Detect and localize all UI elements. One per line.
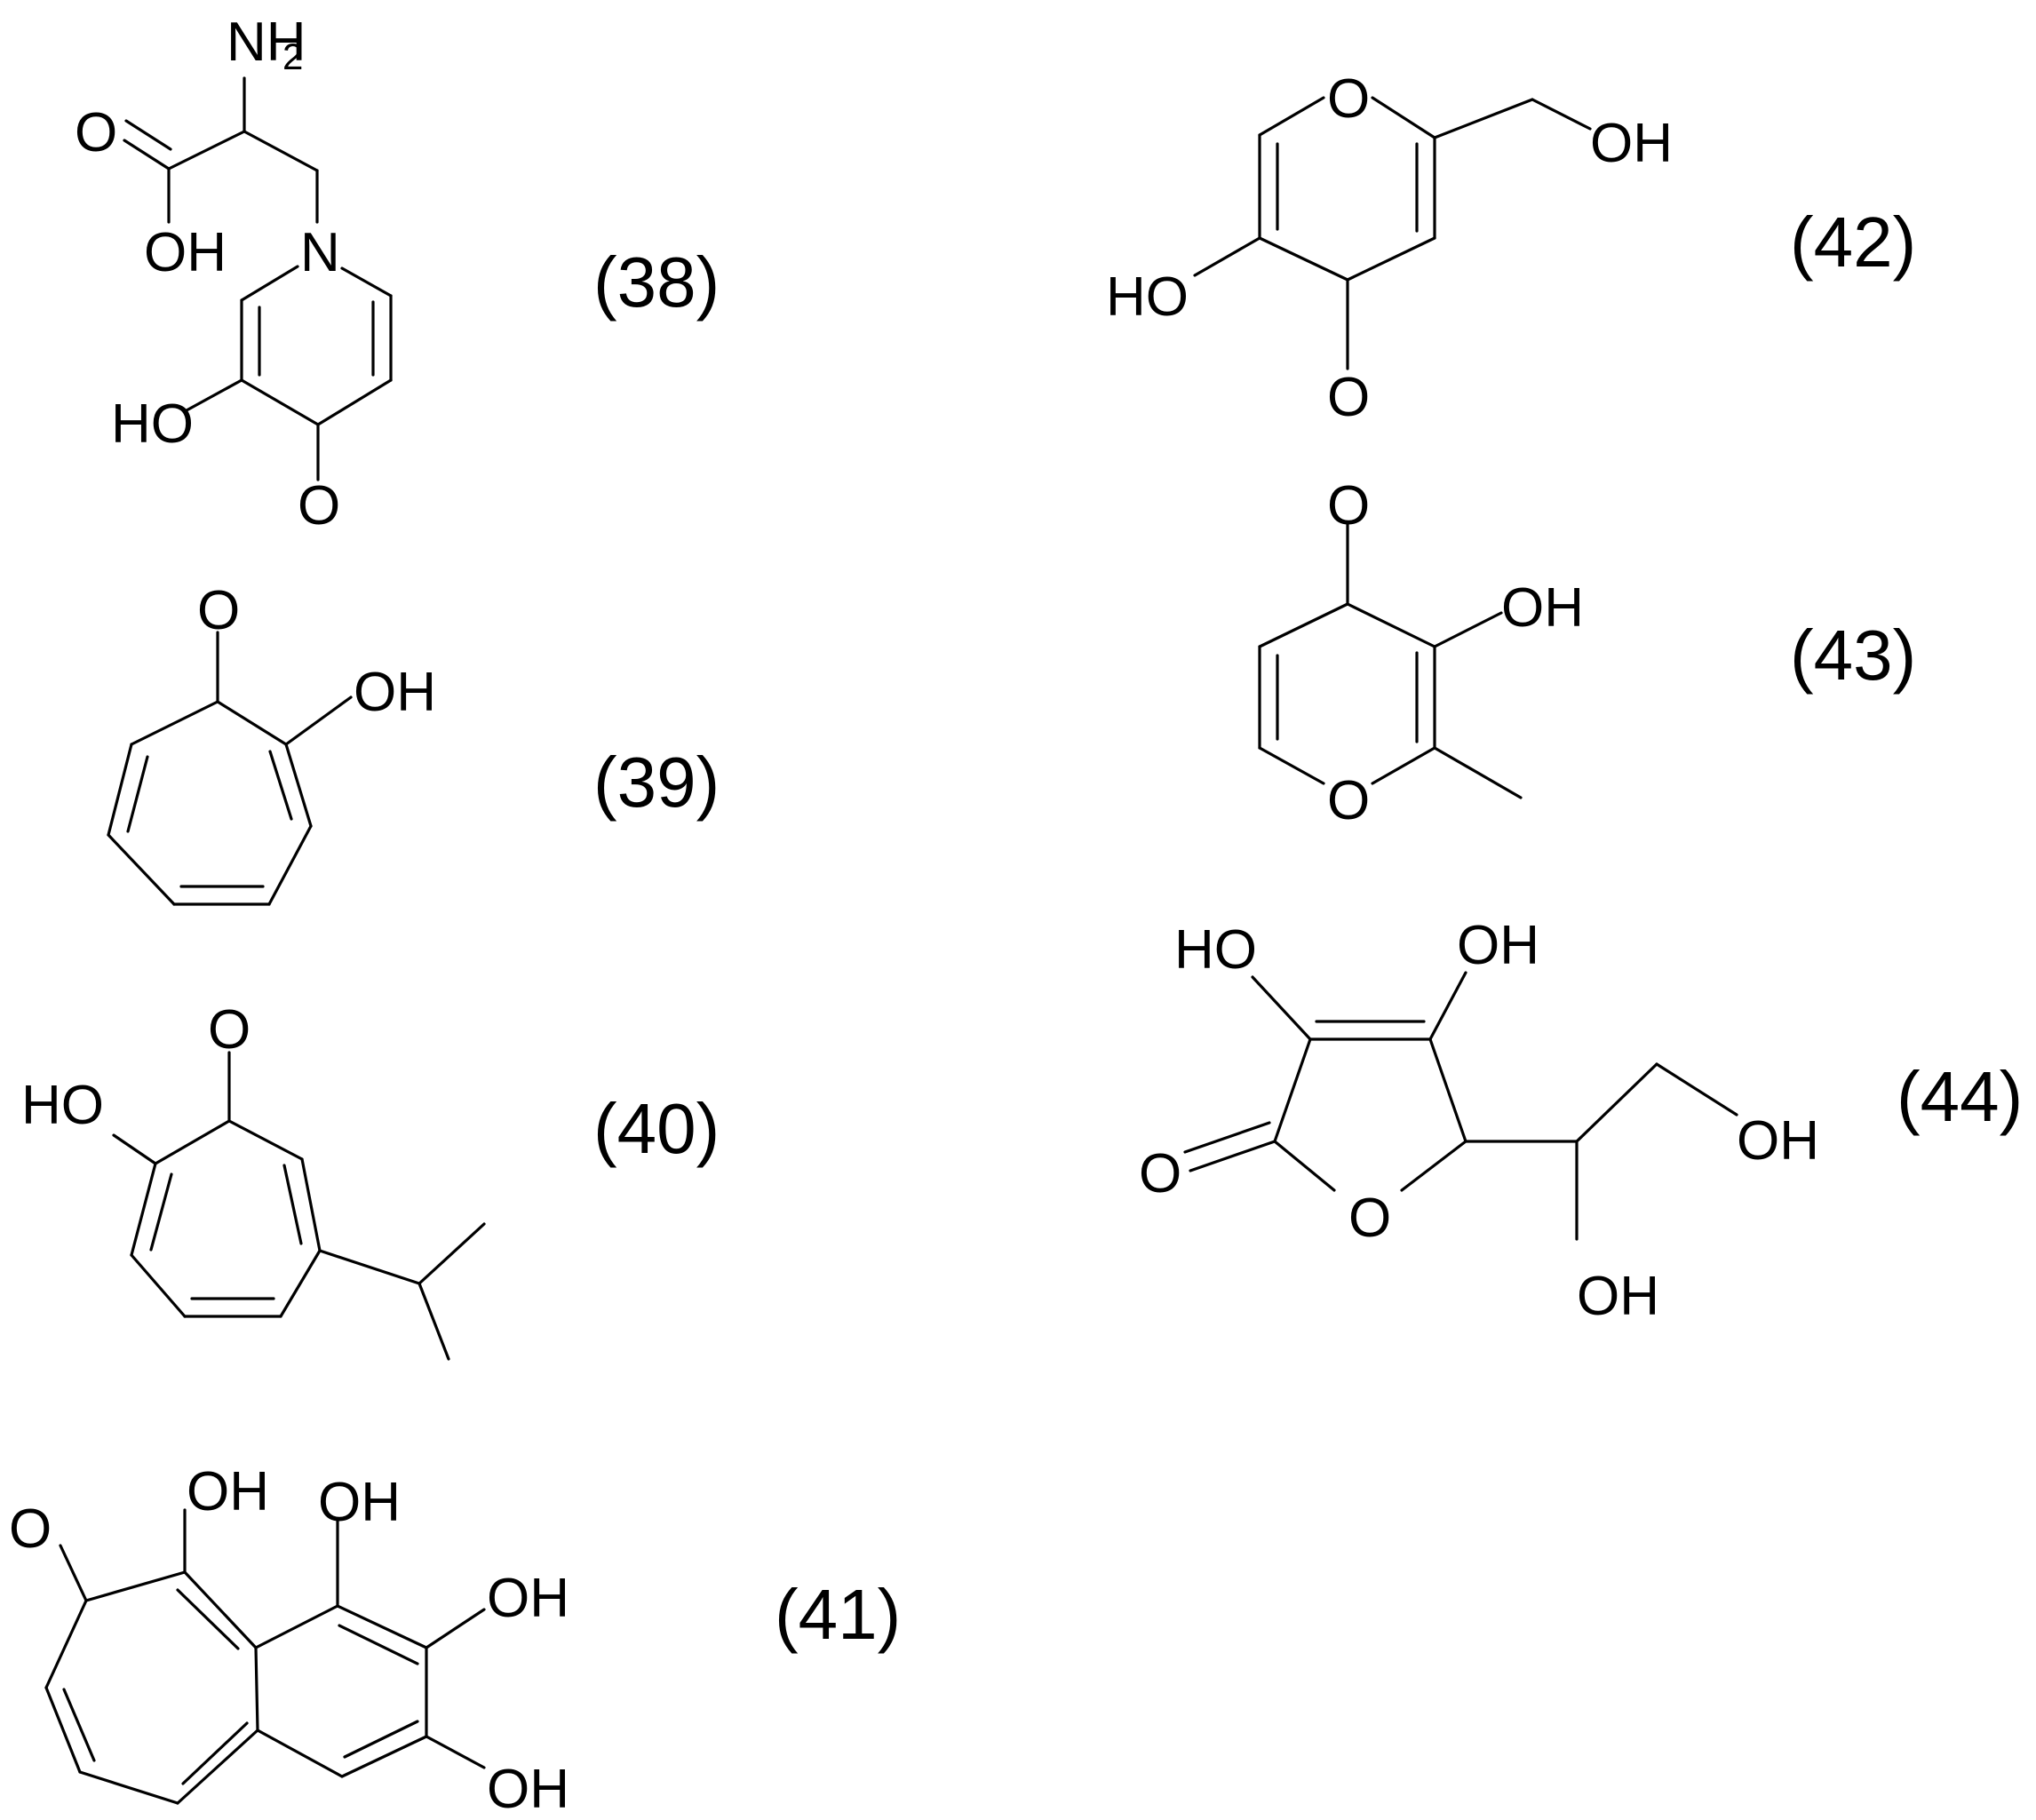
keto-oxygen-label: O (9, 1498, 52, 1560)
keto-oxygen-label: O (1327, 475, 1370, 536)
compound-43: O OH O (43) (1258, 475, 1916, 831)
keto-oxygen-label: O (1139, 1143, 1181, 1204)
compound-number-44: (44) (1897, 1057, 2023, 1136)
hydroxyl-label-1: OH (1457, 915, 1539, 976)
hydroxyl-label: OH (1590, 113, 1673, 174)
keto-oxygen-label: O (208, 999, 251, 1061)
compound-40: O HO (40) (21, 999, 720, 1361)
compound-38: NH 2 O OH N HO O (38) (75, 12, 720, 536)
ring-oxygen-label: O (1327, 68, 1370, 130)
compound-number-42: (42) (1790, 203, 1916, 282)
compound-number-38: (38) (593, 242, 720, 322)
compound-44: HO OH OH O O OH (44) (1139, 915, 2023, 1327)
compound-number-39: (39) (593, 743, 720, 822)
keto-oxygen-label: O (197, 580, 240, 641)
ring-oxygen-label: O (1348, 1188, 1391, 1249)
compound-44-bonds (1183, 971, 1738, 1241)
keto-oxygen-label: O (298, 475, 340, 536)
compound-43-bonds (1258, 521, 1523, 799)
hydroxyl-label-ho: HO (1106, 266, 1189, 328)
compound-39: O OH (39) (107, 580, 720, 906)
hydroxyl-label-1: OH (187, 1461, 269, 1522)
keto-oxygen-label: O (1327, 367, 1370, 428)
hydroxyl-label-ho: HO (1174, 919, 1257, 981)
hydroxyl-label: OH (1501, 577, 1584, 639)
amine-label: NH (227, 12, 306, 73)
compound-39-bonds (107, 631, 353, 906)
acid-carbonyl-oxygen: O (75, 102, 117, 163)
amine-subscript: 2 (282, 36, 303, 77)
compound-number-40: (40) (593, 1089, 720, 1168)
hydroxyl-label: HO (21, 1075, 104, 1136)
compound-38-bonds (123, 76, 393, 481)
ring-oxygen-label: O (1327, 770, 1370, 831)
hydroxyl-label-3: OH (1577, 1266, 1659, 1327)
compound-41: O OH OH OH OH (41) (9, 1461, 901, 1820)
hydroxyl-label: HO (111, 393, 194, 455)
acid-hydroxyl-label: OH (144, 222, 227, 283)
hydroxyl-label-2: OH (1737, 1110, 1819, 1172)
ring-nitrogen-label: N (300, 222, 340, 283)
compound-41-bonds (44, 1508, 486, 1805)
compound-number-43: (43) (1790, 616, 1916, 695)
hydroxyl-label-3: OH (487, 1568, 569, 1629)
hydroxyl-label: OH (354, 662, 436, 723)
compound-number-41: (41) (775, 1575, 901, 1654)
hydroxyl-label-4: OH (487, 1759, 569, 1820)
hydroxyl-label-2: OH (318, 1472, 401, 1533)
compound-42-bonds (1193, 96, 1592, 370)
compound-40-bonds (112, 1051, 486, 1361)
compound-42: O OH HO O (42) (1106, 68, 1916, 428)
